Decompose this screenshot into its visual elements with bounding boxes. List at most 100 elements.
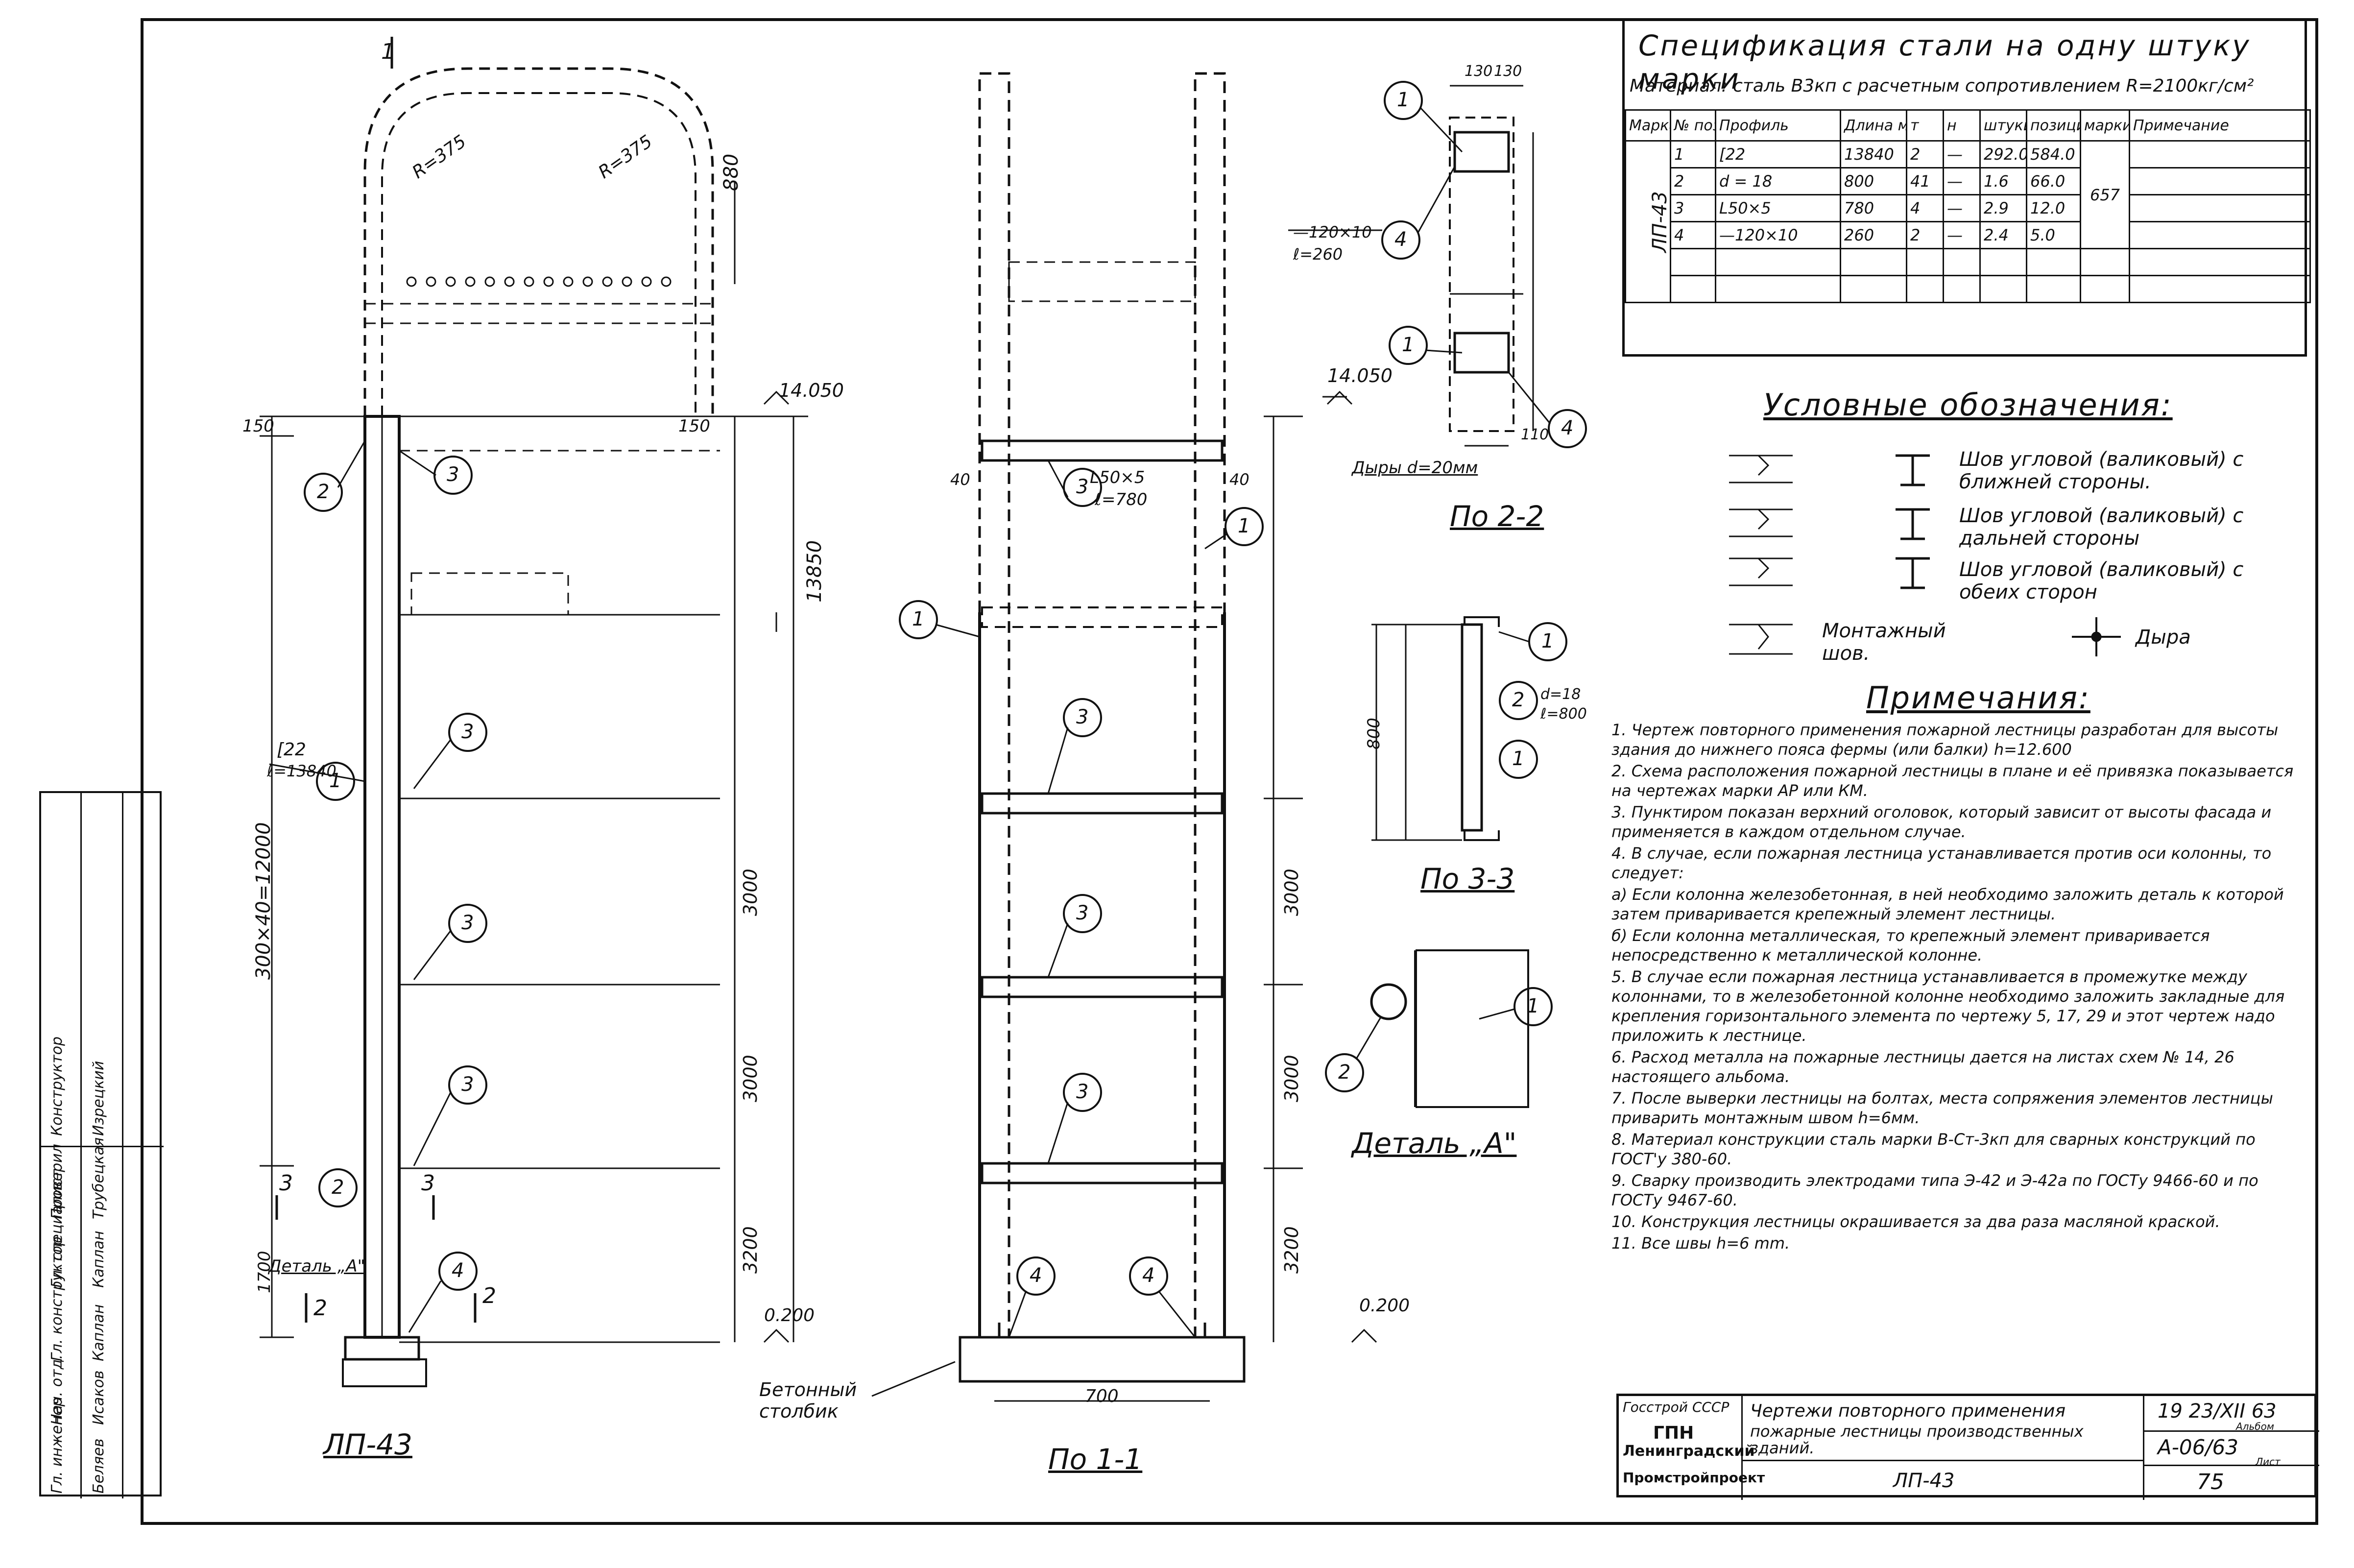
table-cell: — (1943, 140, 1981, 169)
tb-sheet-label: Лист (2256, 1456, 2281, 1468)
callout-4: 4 (1561, 417, 1574, 439)
spec-table: Марка № поз. Профиль Длина мм. т н штуки… (1625, 109, 2311, 303)
col-pos: № поз. (1670, 109, 1716, 142)
callout-3: 3 (1076, 902, 1089, 924)
section-mark-2: 2 (313, 1296, 327, 1321)
dim-880: 880 (720, 153, 743, 191)
callout-3: 3 (1076, 706, 1089, 728)
note-item: 1. Чертеж повторного применения пожарной… (1611, 721, 2279, 759)
col-length: Длина мм. (1840, 109, 1907, 142)
callout-1: 1 (1238, 515, 1250, 537)
view-section-1-1 (871, 72, 1377, 1402)
stamp-name: Беляев (90, 1438, 107, 1494)
callout-4: 4 (1394, 228, 1407, 251)
col-mark: Марка (1625, 109, 1671, 142)
table-cell: 800 (1840, 167, 1907, 195)
spec-total: 657 (2080, 140, 2130, 249)
label-detail-ref: Деталь „А" (268, 1256, 365, 1276)
stamp-name: Каплан (90, 1304, 107, 1361)
approval-stamp: Гл. инженер Нач. отд. Гл. конструктор Гл… (39, 791, 164, 1498)
callout-1: 1 (1527, 995, 1539, 1017)
elev-top: 14.050 (779, 380, 844, 401)
legend-weld-both: Шов угловой (валиковый) с обеих сторон (1959, 558, 2244, 603)
table-cell: 2.9 (1979, 194, 2027, 222)
table-cell: — (1943, 194, 1981, 222)
view-title-s33: По 3-3 (1420, 862, 1515, 895)
table-cell: 1.6 (1979, 167, 2027, 195)
callout-3: 3 (1076, 476, 1089, 498)
callout-4: 4 (1030, 1264, 1042, 1287)
spec-header-row: Марка № поз. Профиль Длина мм. т н штуки… (1625, 109, 2311, 142)
callout-2: 2 (332, 1176, 344, 1199)
spec-row-3: 3 L50×5 780 4 — 2.9 12.0 (1626, 194, 2311, 222)
spec-title: Спецификация стали на одну штуку марки (1638, 29, 2251, 96)
callout-1: 1 (1402, 334, 1415, 356)
tb-org-4: Промстройпроект (1623, 1470, 1765, 1486)
dim-130: 130 (1465, 63, 1493, 80)
note-item: 8. Материал конструкции сталь марки В-Ст… (1611, 1130, 2256, 1168)
col-w-piece: штуки (1979, 109, 2027, 142)
dim-40: 40 (950, 470, 970, 489)
legend-weld-near: Шов угловой (валиковый) с ближней сторон… (1959, 448, 2244, 493)
callout-1: 1 (1512, 748, 1525, 770)
callout-4: 4 (1142, 1264, 1155, 1287)
label-concrete-post: Бетонный столбик (759, 1379, 857, 1422)
tb-sheet-number: 75 (2197, 1470, 2224, 1495)
stamp-name: Изрецкий (90, 1061, 107, 1136)
spec-row-4: 4 —120×10 260 2 — 2.4 5.0 (1626, 221, 2311, 249)
table-cell: 2 (1906, 140, 1944, 169)
label-len1: ℓ=13840 (267, 762, 336, 780)
dim-700: 700 (1085, 1386, 1119, 1406)
stamp-role: Нач. отд. (48, 1354, 66, 1425)
section-mark-1: 1 (381, 39, 395, 64)
section-mark-3: 3 (279, 1171, 293, 1196)
callout-3: 3 (1076, 1081, 1089, 1103)
view-section-3-3 (1371, 616, 1567, 841)
spec-material: Материал: сталь В3кп с расчетным сопроти… (1630, 76, 2254, 96)
table-cell: 2.4 (1979, 221, 2027, 249)
legend-title: Условные обозначения: (1763, 387, 2173, 423)
dim-3000-b: 3000 (740, 1055, 761, 1102)
note-item: 10. Конструкция лестницы окрашивается за… (1611, 1212, 2220, 1231)
table-cell: 66.0 (2026, 167, 2081, 195)
table-cell: 41 (1906, 167, 1944, 195)
view-section-2-2 (1288, 81, 1587, 448)
table-cell: 260 (1840, 221, 1907, 249)
tb-album: А-06/63 (2158, 1435, 2238, 1459)
dim-130-r: 130 (1494, 63, 1522, 80)
note-item: б) Если колонна металлическая, то крепеж… (1611, 926, 2210, 965)
note-item: 3. Пунктиром показан верхний оголовок, к… (1611, 803, 2272, 841)
spec-row-empty (1626, 275, 2311, 303)
note-item: а) Если колонна железобетонная, в ней не… (1611, 885, 2284, 923)
col-qty-t: т (1906, 109, 1944, 142)
section-mark-3: 3 (421, 1171, 435, 1196)
stamp-name: Исаков (90, 1370, 107, 1425)
tb-org-3: Ленинградский (1623, 1443, 1755, 1460)
callout-3: 3 (461, 1073, 474, 1096)
dim-3000-s11a: 3000 (1281, 868, 1302, 916)
col-note: Примечание (2129, 109, 2311, 142)
dim-150-right: 150 (678, 416, 710, 436)
tb-date: 19 23/XII 63 (2158, 1400, 2277, 1423)
note-item: 6. Расход металла на пожарные лестницы д… (1611, 1048, 2234, 1086)
view-title-s11: По 1-1 (1048, 1443, 1143, 1476)
elev-top-2: 14.050 (1327, 365, 1393, 386)
table-cell: — (1943, 167, 1981, 195)
table-cell: 780 (1840, 194, 1907, 222)
dim-110: 110 (1521, 426, 1549, 443)
tb-sheet-name: ЛП-43 (1893, 1470, 1955, 1492)
label-plate-len: ℓ=260 (1293, 245, 1343, 264)
label-plate: —120×10 (1293, 223, 1372, 241)
dim-40-r: 40 (1229, 470, 1249, 489)
callout-3: 3 (447, 463, 459, 486)
note-item: 5. В случае если пожарная лестница устан… (1611, 967, 2285, 1045)
label-rod: d=18 (1540, 686, 1581, 703)
view-detail-a (1325, 949, 1553, 1108)
callout-1: 1 (1541, 630, 1554, 652)
table-cell: 292.0 (1979, 140, 2027, 169)
legend-field-weld: Монтажный шов. (1822, 620, 1946, 665)
note-item: 11. Все швы h=6 mm. (1611, 1234, 1790, 1253)
spec-row-1: ЛП-43 1 [22 13840 2 — 292.0 584.0 657 (1625, 140, 2311, 303)
table-cell: [22 (1715, 140, 1841, 169)
